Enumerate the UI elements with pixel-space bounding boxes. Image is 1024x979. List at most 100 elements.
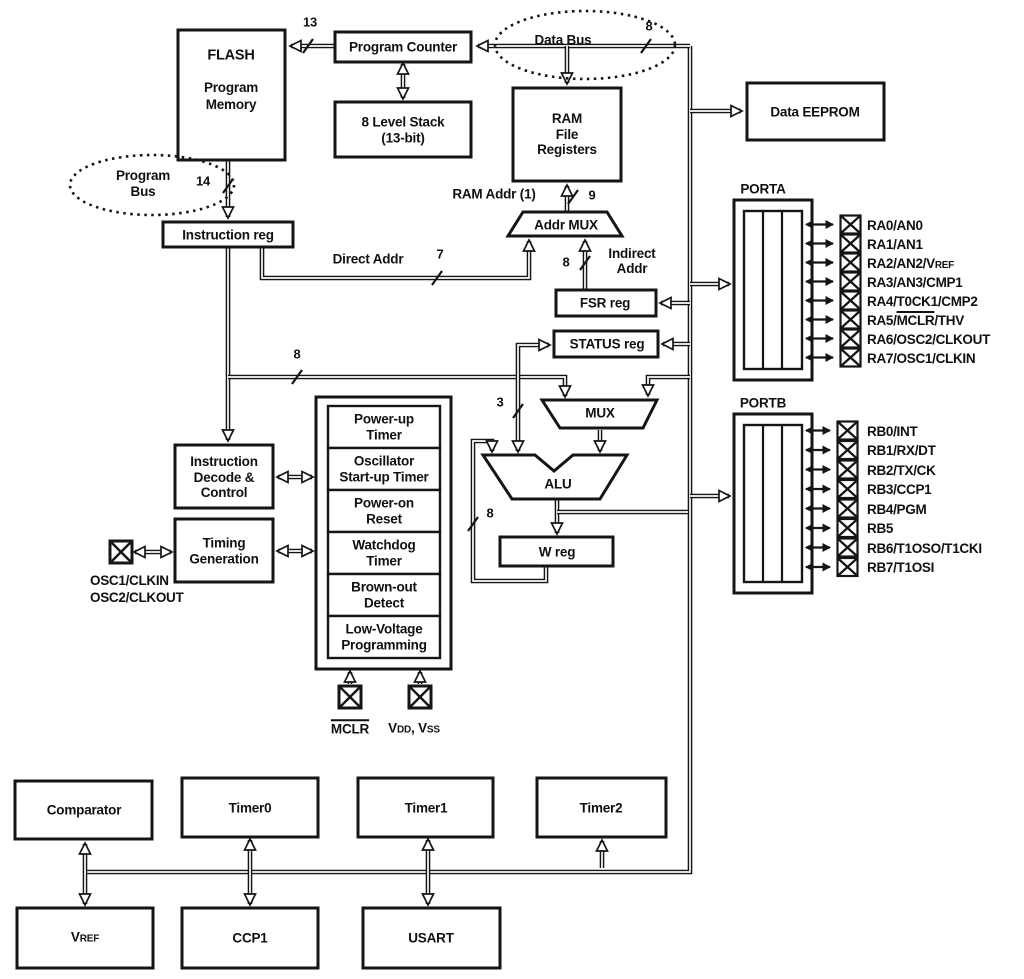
- program-bus-width: 14: [195, 173, 211, 189]
- porta-pin-label: RA0/AN0: [867, 218, 923, 233]
- indirect-addr-label: Indirect Addr: [608, 246, 656, 276]
- vdd-vss-pin-pad-icon: [407, 684, 433, 710]
- porta-pin-label: RA3/AN3/CMP1: [867, 275, 963, 290]
- ram-label: RAM File Registers: [537, 110, 597, 157]
- porta-pin-label: RA7/OSC1/CLKIN: [867, 351, 976, 366]
- timer2-box: [535, 776, 668, 839]
- portb-pin-label: RB7/T1OSI: [867, 560, 935, 575]
- reset-item-label: Brown-out Detect: [351, 579, 417, 611]
- w-reg-box: [498, 535, 615, 568]
- watchdog-timer-box: [326, 530, 442, 576]
- timing-generation-box: [173, 517, 275, 584]
- indirect-addr-width: 8: [562, 254, 570, 270]
- portb-pin-label: RB1/RX/DT: [867, 443, 936, 458]
- timer1-box: [356, 776, 495, 839]
- ccp1-label: CCP1: [232, 930, 268, 946]
- portb-title: PORTB: [739, 395, 787, 411]
- porta-pin-arrows: [805, 220, 834, 362]
- timer0-label: Timer0: [228, 800, 272, 816]
- low-voltage-programming-box: [326, 614, 442, 660]
- timing-generation-label: Timing Generation: [189, 535, 259, 567]
- block-boxes: [13, 28, 886, 970]
- powerup-timer-box: [326, 404, 442, 450]
- osc-pin-pad-icon: [108, 539, 134, 565]
- data-eeprom-box: [745, 81, 886, 142]
- porta-pin-label: RA4/T0CK1/CMP2: [867, 294, 978, 309]
- osc-startup-timer-box: [326, 446, 442, 492]
- instruction-decode-label: Instruction Decode & Control: [190, 453, 258, 500]
- portb-pin-arrows: [805, 426, 831, 572]
- flash-subtitle: Program Memory: [203, 80, 259, 112]
- porta-pin-label: RA5/MCLR/THV: [867, 313, 964, 328]
- mux-shapes: [480, 210, 660, 501]
- flash-title: FLASH: [207, 47, 255, 64]
- program-counter-box: [333, 30, 473, 64]
- porta-pin-pads-icon: [839, 214, 862, 368]
- bus-to-status-left-arrow: [517, 338, 552, 377]
- flash-box: [176, 28, 287, 162]
- alu-shape: [480, 453, 630, 501]
- usart-box: [361, 906, 502, 970]
- timer0-box: [180, 776, 320, 839]
- ir-data-bus-to-mux: [228, 376, 572, 399]
- w-reg-label: W reg: [538, 544, 576, 560]
- data-bus-label: Data Bus: [534, 32, 592, 48]
- ccp1-box: [180, 906, 320, 970]
- wreg-feedback-loop: [472, 440, 547, 582]
- mclr-pin-label: MCLR: [330, 721, 370, 737]
- data-bus-oval: [493, 9, 677, 81]
- comparator-label: Comparator: [46, 802, 122, 818]
- mclr-pin-pad-icon: [337, 684, 363, 710]
- mux-label: MUX: [585, 405, 615, 421]
- comparator-box: [13, 779, 154, 841]
- porta-block: [732, 198, 814, 382]
- reset-item-label: Power-on Reset: [354, 495, 414, 527]
- bus-lines: [78, 39, 744, 907]
- reset-item-label: Power-up Timer: [354, 411, 414, 443]
- fsr-reg-box: [554, 288, 658, 318]
- power-on-reset-box: [326, 488, 442, 534]
- portb-block: [732, 412, 814, 595]
- fsr-reg-label: FSR reg: [579, 295, 631, 311]
- direct-addr-label: Direct Addr: [332, 251, 404, 267]
- instruction-reg-label: Instruction reg: [182, 227, 274, 243]
- main-data-bus-line: [85, 46, 691, 873]
- alu-bus-width: 3: [496, 394, 504, 410]
- direct-addr-width: 7: [436, 246, 444, 262]
- porta-inner-box: [742, 209, 804, 371]
- mux-shape: [539, 398, 660, 430]
- direct-addr-line: [261, 238, 536, 279]
- program-bus-label: Program Bus: [115, 168, 171, 199]
- porta-pin-label: RA1/AN1: [867, 237, 923, 252]
- bus-width-ticks: [222, 38, 652, 532]
- instruction-decode-box: [173, 443, 275, 510]
- addr-mux-label: Addr MUX: [534, 217, 598, 233]
- portb-pin-pads-icon: [836, 420, 859, 578]
- portb-pin-label: RB6/T1OSO/T1CKI: [867, 541, 982, 556]
- instruction-reg-box: [161, 220, 295, 249]
- reset-item-label: Watchdog Timer: [352, 537, 416, 569]
- vdd-vss-pin-label: VDD, VSS: [388, 720, 440, 736]
- ram-box: [511, 86, 623, 183]
- usart-label: USART: [408, 930, 454, 946]
- wreg-bus-width: 8: [486, 505, 494, 521]
- portb-pin-label: RB3/CCP1: [867, 482, 932, 497]
- ram-addr-label: RAM Addr (1): [452, 186, 536, 202]
- data-bus-width: 8: [645, 18, 653, 34]
- alu-label: ALU: [544, 476, 572, 492]
- stack-box: [333, 100, 473, 159]
- timer2-label: Timer2: [579, 800, 623, 816]
- ram-addr-width: 9: [588, 187, 596, 203]
- porta-pin-label: RA6/OSC2/CLKOUT: [867, 332, 991, 347]
- pc-flash-width: 13: [302, 14, 318, 30]
- vref-box: [15, 906, 155, 970]
- status-reg-box: [552, 329, 660, 359]
- portb-pin-label: RB4/PGM: [867, 502, 927, 517]
- porta-title: PORTA: [740, 181, 786, 197]
- timer1-label: Timer1: [404, 800, 448, 816]
- portb-pin-label: RB0/INT: [867, 424, 918, 439]
- addr-mux-shape: [505, 210, 625, 238]
- vref-label: VREF: [70, 929, 100, 945]
